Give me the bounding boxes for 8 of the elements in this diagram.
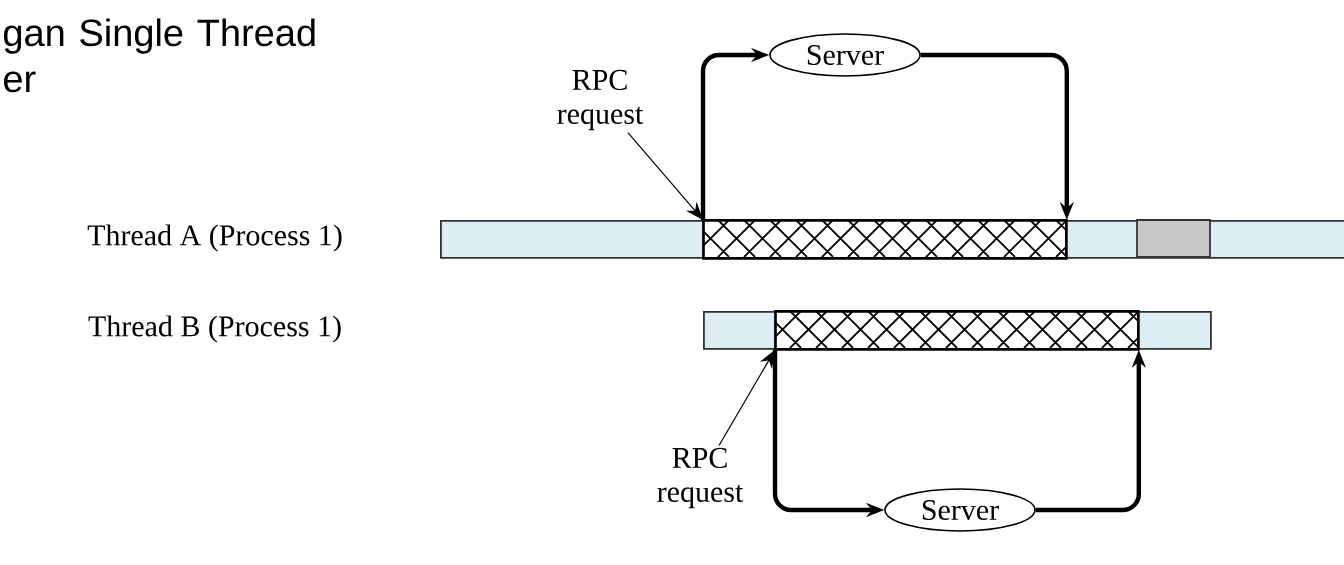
- callout-text: RPC request: [557, 69, 644, 131]
- leader-line: [627, 131, 703, 220]
- row-label: Thread B (Process 1): [88, 315, 341, 343]
- slide-title: gan Single Thread er: [4, 18, 315, 93]
- blocked-segment: [702, 219, 1068, 260]
- blocked-segment: [774, 310, 1140, 351]
- row-label: Thread A (Process 1): [87, 224, 342, 252]
- callout-text: RPC request: [657, 447, 744, 509]
